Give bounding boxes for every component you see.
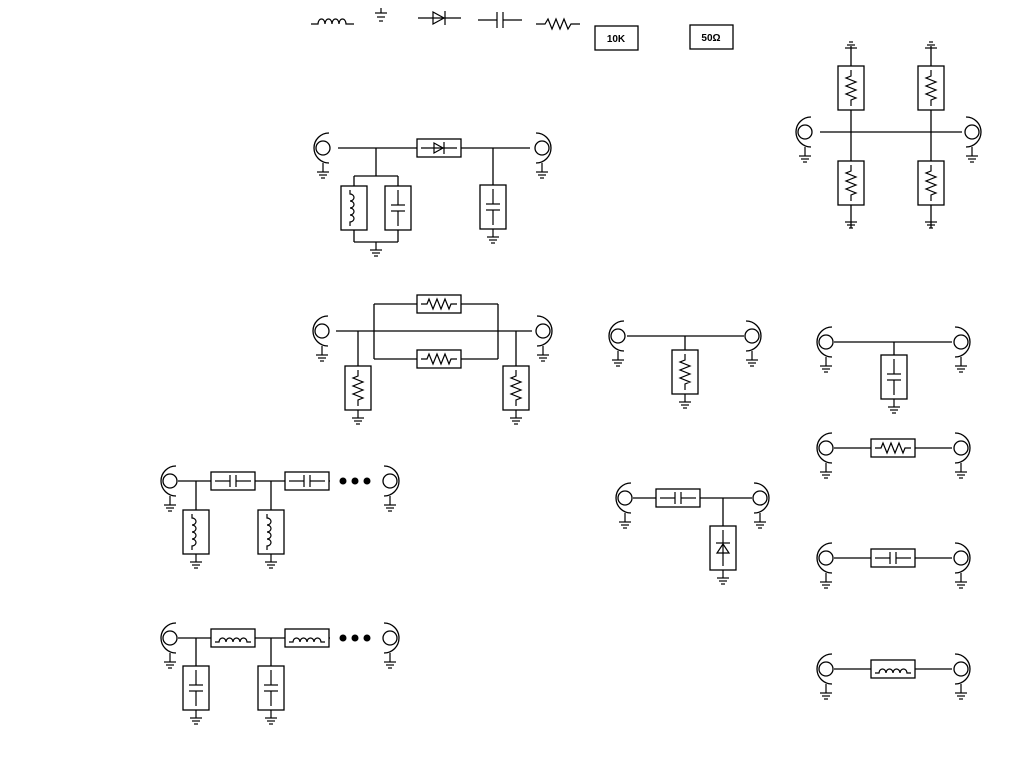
output-connector-icon[interactable] — [954, 654, 970, 699]
circuit-series-inductor — [817, 654, 970, 699]
input-connector-icon[interactable] — [616, 483, 632, 528]
diode-icon[interactable] — [709, 525, 737, 571]
ground-icon — [351, 409, 365, 425]
resistor-icon[interactable] — [671, 349, 699, 395]
value-label-10k[interactable]: 10K — [594, 25, 639, 51]
capacitor-icon[interactable] — [479, 184, 507, 230]
input-connector-icon[interactable] — [609, 321, 625, 366]
resistor-icon[interactable] — [917, 160, 945, 206]
input-connector-icon[interactable] — [817, 654, 833, 699]
value-10k-text: 10K — [607, 34, 626, 45]
input-connector-icon[interactable] — [817, 327, 833, 372]
circuit-diode-lc-filter — [314, 133, 551, 257]
resistor-icon[interactable] — [416, 294, 462, 314]
ground-icon — [189, 553, 203, 569]
input-connector-icon[interactable] — [313, 316, 329, 361]
input-connector-icon[interactable] — [817, 433, 833, 478]
ground-icon — [486, 228, 500, 244]
resistor-icon[interactable] — [870, 438, 916, 458]
ground-icon — [369, 241, 383, 257]
circuit-attenuator-top-right — [796, 41, 981, 229]
inductor-icon[interactable] — [870, 659, 916, 679]
input-connector-icon[interactable] — [161, 466, 177, 511]
inductor-icon[interactable] — [257, 509, 285, 555]
symbol-palette: 10K 50Ω — [311, 8, 734, 51]
circuit-shunt-capacitor — [817, 327, 970, 414]
capacitor-icon[interactable] — [210, 471, 256, 491]
ground-icon — [678, 393, 692, 409]
output-connector-icon[interactable] — [535, 133, 551, 178]
inductor-icon[interactable] — [182, 509, 210, 555]
resistor-icon[interactable] — [502, 365, 530, 411]
output-connector-icon[interactable] — [745, 321, 761, 366]
resistor-icon[interactable] — [416, 349, 462, 369]
ground-icon — [189, 709, 203, 725]
inductor-icon[interactable] — [311, 18, 354, 25]
ground-icon — [264, 709, 278, 725]
resistor-icon[interactable] — [344, 365, 372, 411]
output-connector-icon[interactable] — [954, 327, 970, 372]
continuation-ellipsis — [339, 477, 371, 485]
capacitor-icon[interactable] — [880, 354, 908, 400]
circuit-lowpass-ladder — [161, 623, 399, 725]
inductor-icon[interactable] — [340, 185, 368, 231]
resistor-icon[interactable] — [917, 65, 945, 111]
diode-icon[interactable] — [418, 10, 461, 26]
ground-icon — [716, 569, 730, 585]
ground-icon — [264, 553, 278, 569]
capacitor-icon[interactable] — [870, 548, 916, 568]
ground-icon — [509, 409, 523, 425]
inductor-icon[interactable] — [210, 628, 256, 648]
value-50ohm-text: 50Ω — [701, 33, 720, 44]
capacitor-icon[interactable] — [182, 665, 210, 711]
resistor-icon[interactable] — [837, 65, 865, 111]
capacitor-icon[interactable] — [284, 471, 330, 491]
output-connector-icon[interactable] — [383, 623, 399, 668]
circuit-series-resistor — [817, 433, 970, 478]
output-connector-icon[interactable] — [536, 316, 552, 361]
input-connector-icon[interactable] — [161, 623, 177, 668]
input-connector-icon[interactable] — [796, 117, 812, 162]
circuit-parallel-resistor-network — [313, 294, 552, 425]
resistor-icon[interactable] — [536, 17, 580, 31]
circuit-shunt-resistor — [609, 321, 761, 409]
diode-icon[interactable] — [416, 138, 462, 158]
output-connector-icon[interactable] — [954, 433, 970, 478]
circuit-series-capacitor — [817, 543, 970, 588]
output-connector-icon[interactable] — [965, 117, 981, 162]
circuit-highpass-ladder — [161, 466, 399, 569]
output-connector-icon[interactable] — [954, 543, 970, 588]
continuation-ellipsis — [339, 634, 371, 642]
input-connector-icon[interactable] — [817, 543, 833, 588]
output-connector-icon[interactable] — [383, 466, 399, 511]
capacitor-icon[interactable] — [384, 185, 412, 231]
input-connector-icon[interactable] — [314, 133, 330, 178]
circuit-cap-diode-network — [616, 483, 769, 585]
inductor-icon[interactable] — [284, 628, 330, 648]
capacitor-icon[interactable] — [257, 665, 285, 711]
ground-icon — [887, 398, 901, 414]
capacitor-icon[interactable] — [655, 488, 701, 508]
value-label-50-ohm[interactable]: 50Ω — [689, 24, 734, 50]
resistor-icon[interactable] — [837, 160, 865, 206]
capacitor-icon[interactable] — [478, 12, 522, 28]
ground-icon[interactable] — [375, 8, 387, 22]
output-connector-icon[interactable] — [753, 483, 769, 528]
